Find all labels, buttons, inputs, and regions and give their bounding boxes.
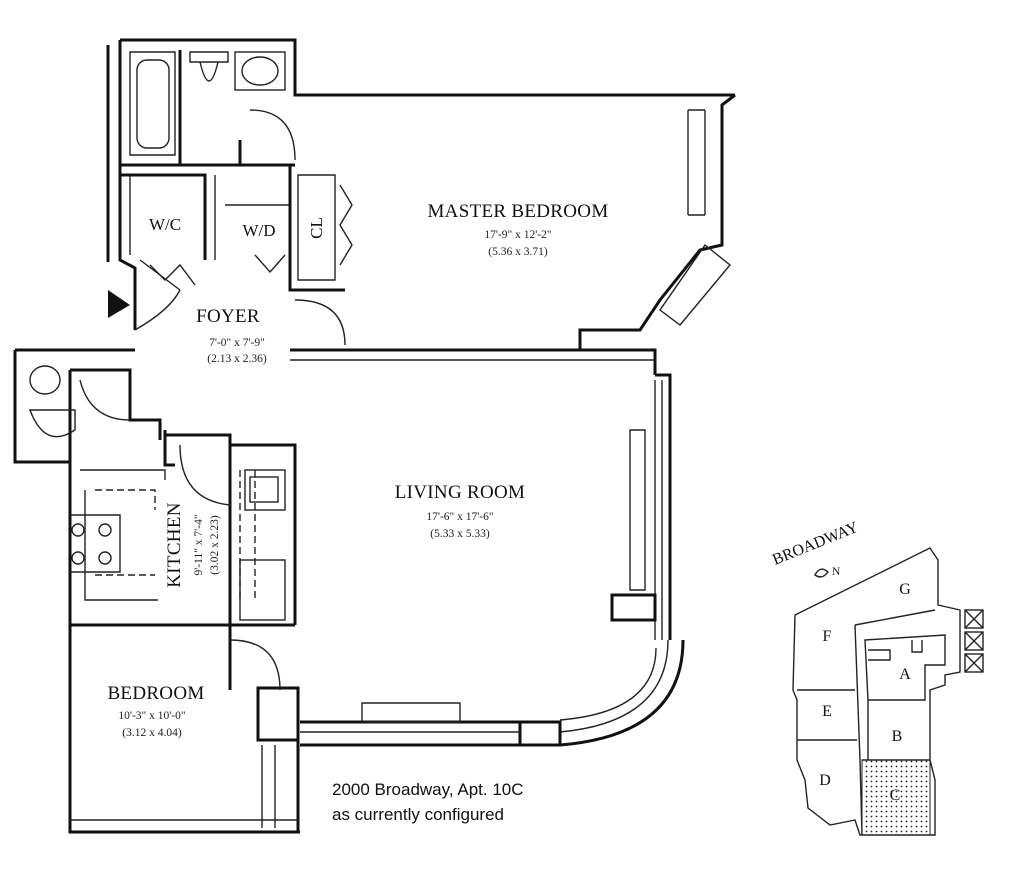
stair-boxes xyxy=(964,609,984,673)
unit-label-g: G xyxy=(899,581,911,598)
north-arrow-icon: N xyxy=(814,566,841,578)
plan-caption: 2000 Broadway, Apt. 10C as currently con… xyxy=(332,780,524,824)
svg-text:17'-9" x 12'-2": 17'-9" x 12'-2" xyxy=(484,229,551,241)
interior-walls xyxy=(134,289,655,361)
svg-text:7'-0" x 7'-9": 7'-0" x 7'-9" xyxy=(209,337,265,349)
svg-text:FOYER: FOYER xyxy=(196,306,260,327)
powder-room xyxy=(28,365,162,462)
street-label: BROADWAY xyxy=(770,519,861,569)
unit-label-c: C xyxy=(890,787,901,804)
key-plan: BROADWAY N G F A E B D C xyxy=(770,519,984,836)
svg-text:(5.33 x 5.33): (5.33 x 5.33) xyxy=(430,528,490,540)
svg-text:(2.13 x 2.36): (2.13 x 2.36) xyxy=(207,353,267,365)
closet-label-wd: W/D xyxy=(242,221,275,240)
svg-text:KITCHEN: KITCHEN xyxy=(164,502,185,587)
svg-text:9'-11" x 7'-4": 9'-11" x 7'-4" xyxy=(193,514,205,575)
svg-text:N: N xyxy=(832,566,841,578)
unit-label-f: F xyxy=(823,628,832,645)
svg-text:2000 Broadway, Apt. 10C: 2000 Broadway, Apt. 10C xyxy=(332,780,524,799)
svg-text:as currently configured: as currently configured xyxy=(332,805,504,824)
room-label-master-bedroom: MASTER BEDROOM 17'-9" x 12'-2" (5.36 x 3… xyxy=(427,201,608,258)
closets xyxy=(120,165,353,292)
entry-arrow-icon xyxy=(108,290,130,318)
svg-text:BEDROOM: BEDROOM xyxy=(107,683,204,704)
svg-text:LIVING ROOM: LIVING ROOM xyxy=(395,482,525,503)
unit-label-a: A xyxy=(899,666,911,683)
room-label-living-room: LIVING ROOM 17'-6" x 17'-6" (5.33 x 5.33… xyxy=(395,482,525,540)
closet-label-wc: W/C xyxy=(149,215,181,234)
svg-text:(3.12 x 4.04): (3.12 x 4.04) xyxy=(122,727,182,739)
svg-text:MASTER BEDROOM: MASTER BEDROOM xyxy=(427,201,608,222)
svg-text:(3.02 x 2.23): (3.02 x 2.23) xyxy=(209,515,221,575)
svg-text:17'-6" x 17'-6": 17'-6" x 17'-6" xyxy=(426,511,493,523)
room-label-foyer: FOYER 7'-0" x 7'-9" (2.13 x 2.36) xyxy=(196,306,267,365)
room-label-bedroom: BEDROOM 10'-3" x 10'-0" (3.12 x 4.04) xyxy=(107,683,204,739)
unit-label-b: B xyxy=(892,728,903,745)
master-bath xyxy=(120,50,296,167)
svg-text:10'-3" x 10'-0": 10'-3" x 10'-0" xyxy=(118,710,185,722)
kitchen xyxy=(70,430,297,625)
room-label-kitchen: KITCHEN 9'-11" x 7'-4" (3.02 x 2.23) xyxy=(164,502,221,587)
unit-label-d: D xyxy=(819,772,831,789)
closet-label-cl: CL xyxy=(307,217,326,239)
bedroom-walls xyxy=(70,625,298,821)
unit-label-e: E xyxy=(822,703,832,720)
svg-text:(5.36 x 3.71): (5.36 x 3.71) xyxy=(488,246,548,258)
